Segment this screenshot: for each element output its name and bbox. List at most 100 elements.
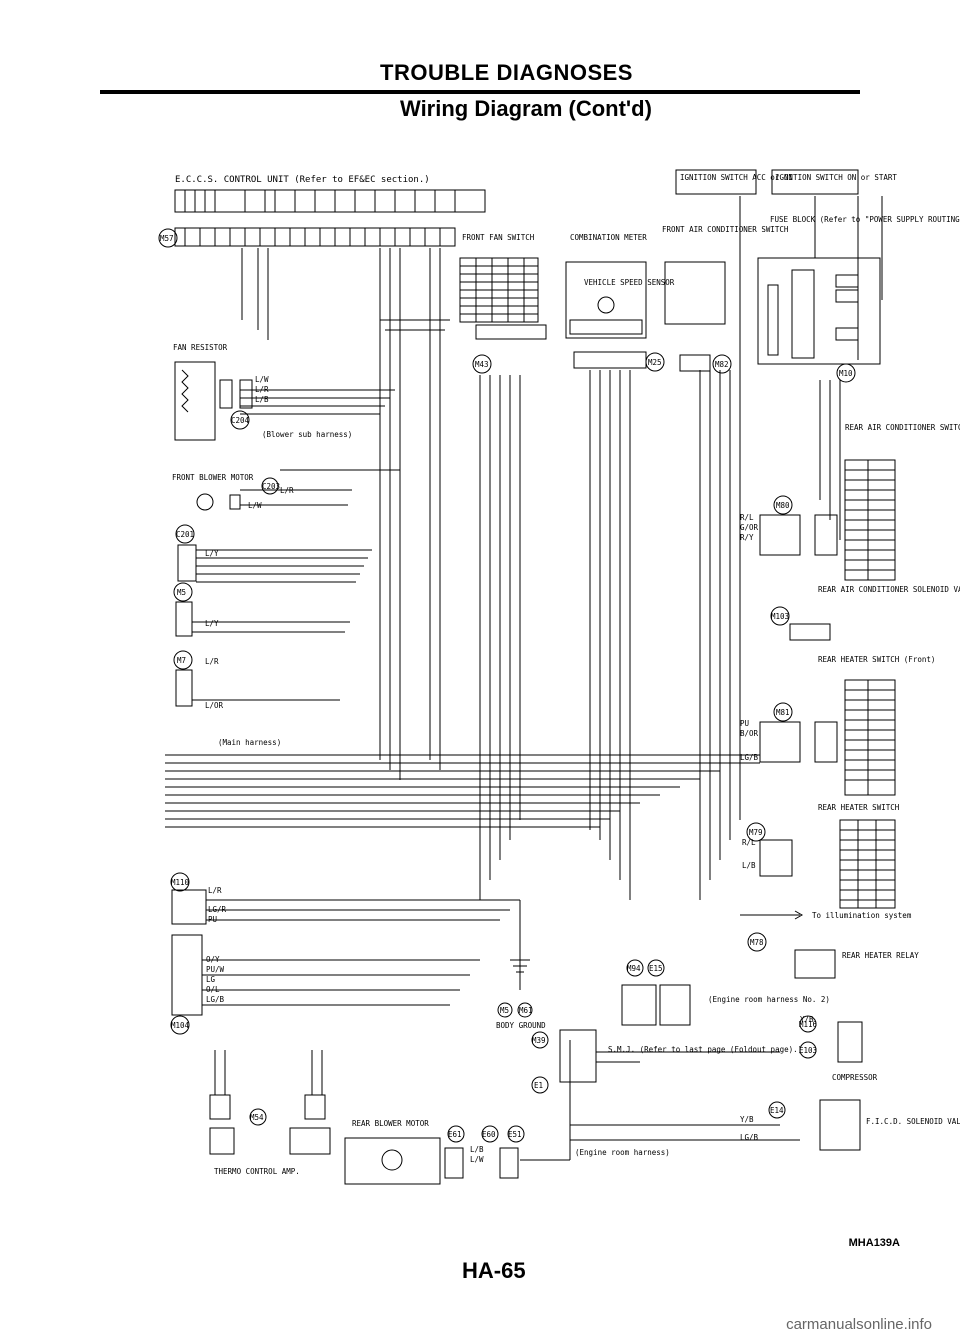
connector-m79-label: M79 bbox=[749, 828, 763, 837]
wire-lb-2: L/B bbox=[742, 861, 756, 870]
engine-room-wire bbox=[520, 1040, 571, 1161]
label-to-illumination: To illumination system bbox=[812, 911, 912, 920]
wire-rl-1: R/L bbox=[740, 513, 754, 522]
connector-m94-label: M94 bbox=[627, 964, 641, 973]
connector-m39-label: M39 bbox=[532, 1036, 546, 1045]
wire-lb-1: L/B bbox=[255, 395, 269, 404]
blower-sub-connector bbox=[239, 379, 253, 409]
m7-connector-block bbox=[175, 669, 193, 707]
wire-pu-2: PU bbox=[740, 719, 749, 728]
fuse-15a-1 bbox=[835, 274, 859, 288]
ficd-wires bbox=[570, 1124, 800, 1141]
m5-connector-block bbox=[175, 601, 193, 637]
connector-m10-label: M10 bbox=[839, 369, 853, 378]
thermo-amp-b bbox=[289, 1127, 331, 1155]
rear-heater-switch-table bbox=[839, 819, 896, 909]
main-harness-verticals bbox=[241, 248, 841, 900]
label-smj: S.M.J. (Refer to last page (Foldout page… bbox=[608, 1045, 802, 1054]
connector-c203-label: C203 bbox=[262, 482, 280, 491]
ecu-connector-bottom bbox=[174, 227, 456, 247]
connector-m78 bbox=[747, 932, 767, 952]
connector-m116 bbox=[799, 1015, 817, 1033]
wire-lgr-1: LG/R bbox=[208, 905, 227, 914]
connector-c201-label: C201 bbox=[176, 530, 194, 539]
connector-e61-label: E61 bbox=[448, 1130, 462, 1139]
label-front-blower-motor: FRONT BLOWER MOTOR bbox=[172, 473, 254, 482]
m104-connector-block bbox=[171, 934, 203, 1016]
wire-rl-2: R/L bbox=[742, 838, 756, 847]
rear-heater-front-table bbox=[844, 679, 896, 796]
label-front-fan-switch: FRONT FAN SWITCH bbox=[462, 233, 535, 242]
c201-connector-block bbox=[177, 544, 197, 582]
front-blower-motor-symbol bbox=[196, 493, 214, 511]
label-combination-meter: COMBINATION METER bbox=[570, 233, 647, 242]
engine-room-connector-a bbox=[621, 984, 657, 1026]
fuse-10a bbox=[835, 327, 859, 341]
label-vehicle-speed-sensor: VEHICLE SPEED SENSOR bbox=[584, 278, 675, 287]
fuse-slot-b bbox=[791, 269, 815, 359]
connector-c204-label: C204 bbox=[231, 416, 250, 425]
connector-e1 bbox=[531, 1076, 549, 1094]
rear-blower-connector-a bbox=[444, 1147, 464, 1179]
ignition-start-box bbox=[771, 169, 859, 195]
main-harness-bus bbox=[165, 319, 760, 828]
page-number: HA-65 bbox=[462, 1258, 526, 1283]
front-fan-switch-grid bbox=[460, 258, 538, 322]
connector-m110-label: M110 bbox=[171, 878, 190, 887]
connector-m54-label: M54 bbox=[250, 1113, 264, 1122]
thermo-amp-a bbox=[209, 1127, 235, 1155]
smj-block bbox=[559, 1029, 597, 1083]
meter-connector-lower bbox=[573, 351, 647, 369]
connector-m7-label: M7 bbox=[177, 656, 186, 665]
connector-m39 bbox=[531, 1031, 549, 1049]
connector-m61 bbox=[517, 1002, 533, 1018]
watermark: carmanualsonline.info bbox=[786, 1316, 932, 1333]
smj-wires bbox=[596, 1051, 780, 1063]
connector-e1-label: E1 bbox=[534, 1081, 543, 1090]
rear-heater-front-grid bbox=[845, 680, 895, 795]
rear-ac-connector-a bbox=[759, 514, 801, 556]
connector-c203 bbox=[261, 477, 279, 495]
wire-ly-1: L/Y bbox=[205, 549, 219, 558]
fuse-15a-2 bbox=[835, 289, 859, 303]
wire-lw-3: L/W bbox=[470, 1155, 484, 1164]
thermo-connector-b bbox=[304, 1094, 326, 1120]
connector-m94 bbox=[626, 959, 644, 977]
wire-lg-1: LG bbox=[206, 975, 216, 984]
wire-lr-4: L/R bbox=[208, 886, 222, 895]
wire-ry-1: R/Y bbox=[740, 533, 754, 542]
wire-ly-2: L/Y bbox=[205, 619, 219, 628]
connector-m5b bbox=[497, 1002, 513, 1018]
connector-e61 bbox=[447, 1125, 465, 1143]
connector-m7 bbox=[173, 650, 193, 670]
page-title: TROUBLE DIAGNOSES bbox=[380, 60, 633, 85]
wire-yb-2: Y/B bbox=[740, 1115, 754, 1124]
connector-m78-label: M78 bbox=[750, 938, 764, 947]
rear-ac-switch-grid bbox=[845, 460, 895, 580]
connector-m54 bbox=[249, 1108, 267, 1126]
connector-e60-label: E60 bbox=[482, 1130, 496, 1139]
connector-m57-label: M57 bbox=[160, 234, 174, 243]
label-ficd-solenoid: F.I.C.D. SOLENOID VALVE bbox=[866, 1117, 960, 1126]
label-rear-ac-switch: REAR AIR CONDITIONER SWITCH (Front) bbox=[845, 423, 960, 432]
wire-puw-1: PU/W bbox=[206, 965, 225, 974]
label-rear-heater-switch-front: REAR HEATER SWITCH (Front) bbox=[818, 655, 935, 664]
connector-c201 bbox=[175, 524, 195, 544]
figure-code: MHA139A bbox=[848, 1237, 900, 1249]
meter-connector bbox=[569, 319, 643, 335]
wire-lr-2: L/R bbox=[280, 486, 294, 495]
fan-resistor-connector bbox=[219, 379, 233, 409]
rear-blower-motor-symbol bbox=[381, 1149, 403, 1171]
rear-blower-box bbox=[344, 1137, 441, 1185]
fan-resistor-zigzag bbox=[181, 369, 189, 413]
connector-e14 bbox=[768, 1101, 786, 1119]
wire-lw-2: L/W bbox=[248, 501, 262, 510]
label-thermo-control-amp: THERMO CONTROL AMP. bbox=[214, 1167, 300, 1176]
rear-ac-solenoid-coil bbox=[789, 623, 831, 641]
connector-m116-label: M116 bbox=[799, 1020, 818, 1029]
connector-m57 bbox=[158, 228, 178, 248]
connector-m82-label: M82 bbox=[715, 360, 729, 369]
connector-m104-label: M104 bbox=[171, 1021, 190, 1030]
engine-room-connector-b bbox=[659, 984, 691, 1026]
label-compressor: COMPRESSOR bbox=[832, 1073, 878, 1082]
